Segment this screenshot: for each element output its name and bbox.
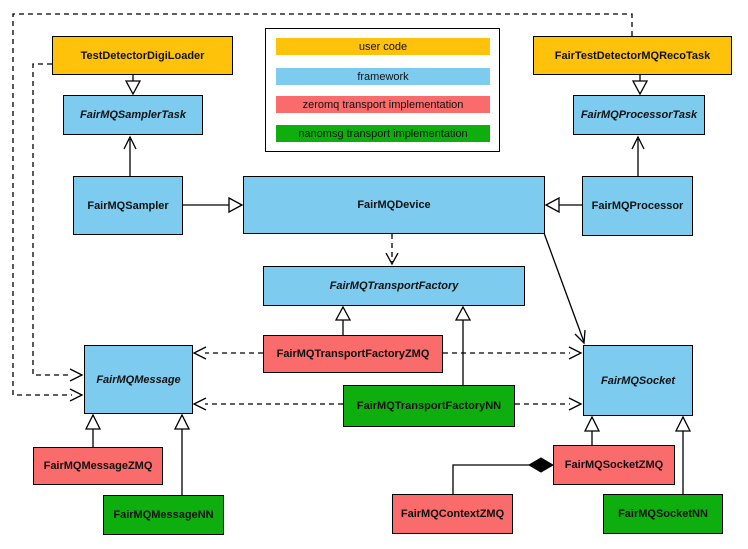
edge-factorynn-extends-factory — [454, 305, 472, 385]
legend-item-user-code: user code — [276, 38, 490, 55]
node-label: FairMQSocket — [601, 374, 675, 387]
legend-item-framework: framework — [276, 68, 490, 85]
edge-factoryzmq-extends-factory — [334, 305, 352, 335]
edge-factorynn-creates-socket — [515, 397, 583, 411]
node-fairmqsamplertask: FairMQSamplerTask — [63, 95, 203, 135]
edge-device-uses-transportfactory — [385, 234, 399, 266]
node-label: FairMQSamplerTask — [80, 109, 186, 121]
legend-item-zeromq: zeromq transport implementation — [276, 96, 490, 113]
node-fairmqtransportfactoryzmq: FairMQTransportFactoryZMQ — [263, 335, 443, 373]
edge-messagenn-extends-message — [173, 413, 191, 495]
edge-socketzmq-composes-contextzmq — [452, 457, 554, 494]
node-fairmqmessagenn: FairMQMessageNN — [103, 495, 224, 535]
node-fairmqdevice: FairMQDevice — [243, 176, 545, 234]
legend: user code framework zeromq transport imp… — [265, 28, 500, 152]
node-label: FairMQMessageZMQ — [43, 460, 153, 472]
edge-device-has-socket — [543, 232, 586, 345]
node-label: FairMQTransportFactory — [329, 280, 459, 292]
node-testdetectordigiloader: TestDetectorDigiLoader — [52, 36, 233, 75]
edge-recotask-uses-message — [12, 13, 633, 402]
node-label: FairMQTransportFactoryZMQ — [276, 348, 430, 360]
edge-factoryzmq-creates-message — [192, 346, 263, 360]
node-label: FairMQTransportFactoryNN — [356, 400, 502, 412]
node-fairmqmessagezmq: FairMQMessageZMQ — [33, 447, 163, 485]
edge-digiloader-extends-samplertask — [124, 75, 142, 96]
edge-sampler-extends-device — [183, 196, 244, 214]
edge-digiloader-uses-message — [32, 63, 84, 382]
node-fairtestdetectormqrecotask: FairTestDetectorMQRecoTask — [533, 36, 732, 75]
edge-factoryzmq-creates-socket — [443, 346, 583, 360]
edge-factorynn-creates-message — [192, 397, 343, 411]
edge-messagezmq-extends-message — [84, 413, 102, 447]
node-fairmqprocessor: FairMQProcessor — [582, 176, 693, 236]
edge-processor-extends-device — [544, 196, 582, 214]
node-label: TestDetectorDigiLoader — [80, 49, 205, 62]
node-label: FairMQDevice — [357, 199, 431, 211]
node-fairmqmessage: FairMQMessage — [84, 345, 193, 414]
node-fairmqsocketnn: FairMQSocketNN — [603, 494, 723, 534]
node-label: FairMQSocketNN — [618, 508, 708, 520]
node-label: FairMQProcessor — [591, 200, 684, 212]
legend-label: nanomsg transport implementation — [298, 127, 468, 140]
edge-recotask-extends-processortask — [631, 75, 649, 96]
node-label: FairMQContextZMQ — [400, 508, 505, 520]
legend-label: zeromq transport implementation — [302, 98, 464, 111]
legend-item-nanomsg: nanomsg transport implementation — [276, 125, 490, 142]
node-label: FairMQSocketZMQ — [564, 459, 664, 471]
node-fairmqcontextzmq: FairMQContextZMQ — [392, 494, 513, 534]
node-fairmqtransportfactory: FairMQTransportFactory — [263, 266, 525, 306]
edge-processor-runs-processortask — [631, 135, 645, 176]
node-fairmqsocketzmq: FairMQSocketZMQ — [553, 445, 675, 485]
node-label: FairMQMessageNN — [113, 509, 214, 521]
legend-label: framework — [357, 70, 409, 83]
node-fairmqsampler: FairMQSampler — [73, 176, 183, 235]
node-fairmqsocket: FairMQSocket — [583, 345, 693, 416]
edge-socketzmq-extends-socket — [583, 415, 601, 445]
node-label: FairMQMessage — [96, 373, 181, 386]
node-fairmqprocessortask: FairMQProcessorTask — [573, 95, 705, 135]
legend-label: user code — [358, 40, 408, 53]
node-label: FairMQSampler — [87, 199, 169, 212]
node-fairmqtransportfactorynn: FairMQTransportFactoryNN — [343, 385, 515, 427]
edge-socketnn-extends-socket — [674, 415, 692, 494]
node-label: FairTestDetectorMQRecoTask — [554, 49, 711, 62]
edge-sampler-runs-samplertask — [123, 135, 137, 176]
node-label: FairMQProcessorTask — [580, 109, 698, 121]
